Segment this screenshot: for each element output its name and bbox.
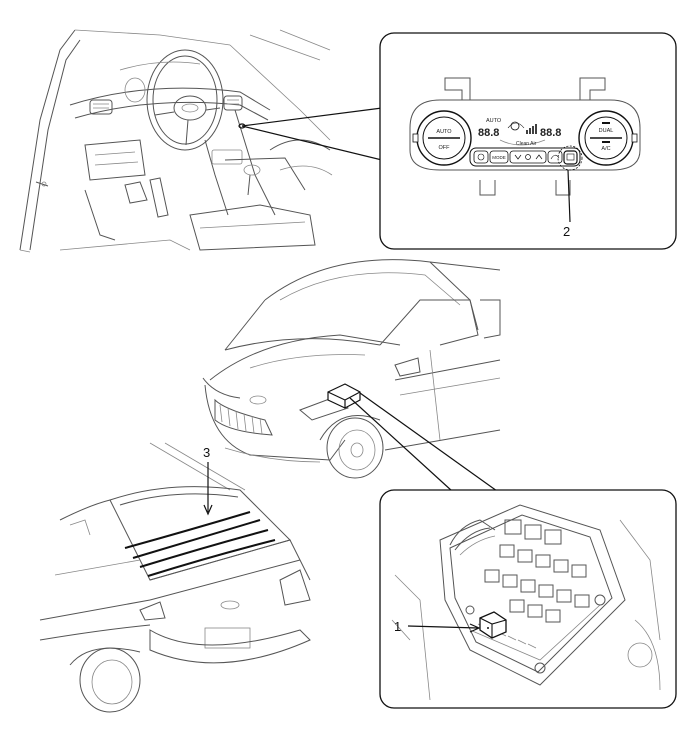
dual-label: DUAL — [599, 128, 614, 134]
callout-3-label: 3 — [203, 445, 210, 460]
fan-speed-rocker[interactable] — [509, 150, 547, 164]
fan-icon — [510, 121, 520, 131]
relay-blocks — [484, 519, 590, 623]
kia-badge-front — [249, 395, 267, 405]
leader-line-fusebox-right — [359, 392, 498, 492]
auto-label: AUTO — [436, 129, 452, 135]
car-rear-view-illustration: 3 — [39, 442, 311, 713]
climate-display: AUTO 88.8 88.8 Clean Air — [478, 118, 561, 147]
left-temperature-readout: 88.8 — [478, 127, 499, 139]
rear-defrost-button[interactable] — [563, 150, 578, 165]
mounting-bracket-bottom-left — [479, 180, 496, 196]
front-defrost-button[interactable] — [473, 150, 489, 164]
display-auto-text: AUTO — [486, 118, 502, 124]
interior-dashboard-illustration — [19, 29, 383, 253]
auto-off-knob: AUTO OFF — [412, 110, 472, 166]
defrost-icon — [477, 153, 485, 161]
leader-line-fusebox-left — [349, 397, 453, 492]
climate-button-row: MODE — [469, 145, 583, 171]
recirculation-icon — [550, 154, 560, 160]
highlight-circle-rear-defrost — [557, 145, 583, 171]
off-label: OFF — [439, 145, 451, 151]
climate-control-inset: AUTO OFF DUAL A/C AUTO 88.8 88.8 Clean A… — [379, 32, 677, 250]
fan-small-icon — [525, 154, 531, 160]
chevron-up-icon — [535, 154, 543, 160]
fuse-box-inset: 1 — [379, 489, 677, 709]
arrow-right-icon — [469, 623, 481, 633]
car-front-view-illustration — [202, 259, 501, 492]
callout-1-leader — [407, 625, 479, 629]
fan-speed-bars-icon — [526, 124, 537, 134]
rear-defogger-grid-lines — [124, 511, 276, 577]
fuse-box-housing — [439, 504, 626, 686]
callout-2-leader — [567, 169, 571, 223]
dual-ac-knob: DUAL A/C — [578, 110, 638, 166]
leader-line-lower — [241, 125, 383, 161]
rear-defogger-relay — [479, 611, 507, 639]
callout-2-label: 2 — [563, 224, 570, 239]
mode-label: MODE — [492, 155, 506, 160]
right-temperature-readout: 88.8 — [540, 127, 561, 139]
mounting-bracket-bottom-right — [555, 180, 571, 196]
climate-panel-body — [409, 99, 641, 171]
mode-button[interactable] — [489, 150, 509, 164]
callout-1-label: 1 — [394, 619, 401, 634]
ac-label: A/C — [601, 146, 610, 152]
license-plate-area — [204, 627, 251, 649]
front-grille — [214, 398, 273, 436]
engine-fuse-box-marker — [327, 383, 361, 409]
inset-frame-climate — [379, 32, 677, 250]
leader-line-upper — [241, 107, 383, 127]
rear-defrost-icon — [566, 153, 575, 161]
chevron-down-icon — [514, 154, 522, 160]
inset-frame-fuse-box — [379, 489, 677, 709]
arrow-down-icon — [203, 504, 213, 516]
kia-badge-rear — [220, 600, 240, 610]
clean-air-text: Clean Air — [516, 141, 537, 147]
recirculation-button[interactable] — [547, 150, 563, 164]
